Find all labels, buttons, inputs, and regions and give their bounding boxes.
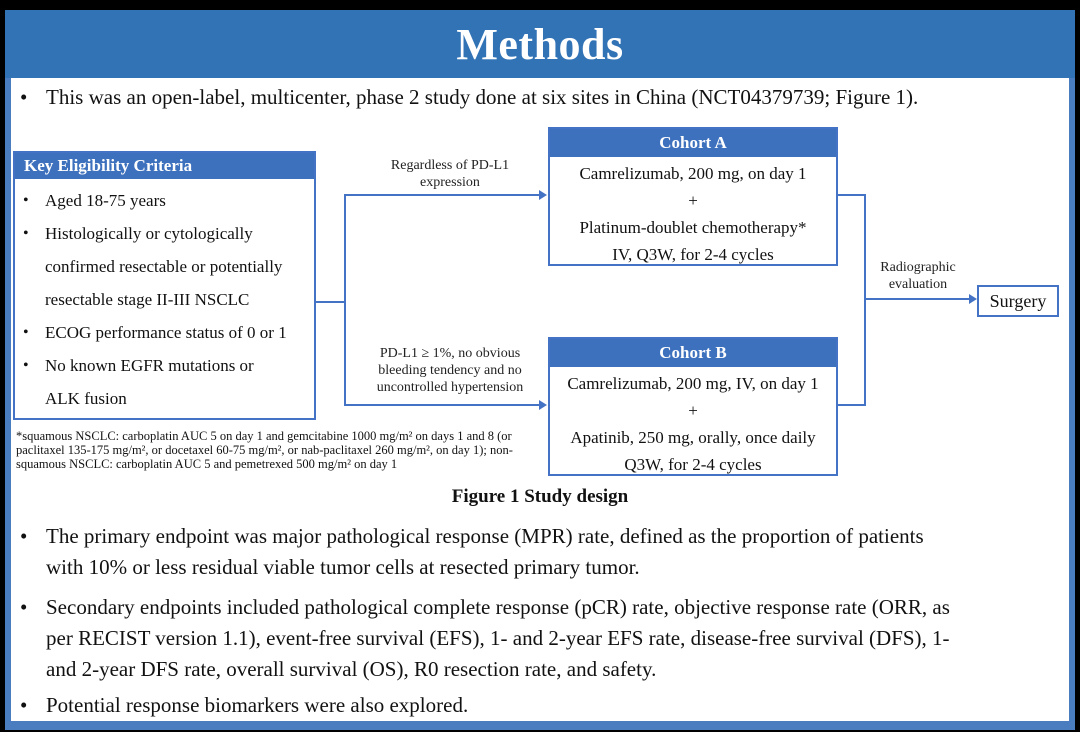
surgery-box: Surgery <box>977 285 1059 317</box>
evaluation-label: Radiographic evaluation <box>880 260 956 292</box>
biomarkers-text: Potential response biomarkers were also … <box>46 693 469 717</box>
eligibility-item-text: ECOG performance status of 0 or 1 <box>45 323 287 342</box>
bullet-icon: • <box>20 693 28 717</box>
merge-vertical-line <box>864 194 866 406</box>
eligibility-box: Key Eligibility Criteria • Aged 18-75 ye… <box>13 151 316 420</box>
cohort-b-box: Cohort B Camrelizumab, 200 mg, IV, on da… <box>548 337 838 476</box>
intro-bullet-text: This was an open-label, multicenter, pha… <box>46 85 919 109</box>
cohort-a-body: Camrelizumab, 200 mg, on day 1 + Platinu… <box>579 164 807 264</box>
cohort-b-out-line <box>838 404 866 406</box>
eligibility-header: Key Eligibility Criteria <box>15 153 314 179</box>
eligibility-item-text: Histologically or cytologically confirme… <box>45 224 283 309</box>
cohort-b-header-text: Cohort B <box>659 343 727 362</box>
title-banner: Methods <box>5 10 1075 78</box>
bullet-icon: • <box>20 85 28 109</box>
endpoint-secondary-bullet: • Secondary endpoints included pathologi… <box>20 592 1068 685</box>
bullet-icon: • <box>23 357 29 374</box>
eligibility-item-text: Aged 18-75 years <box>45 191 166 210</box>
arrowhead-right-icon <box>539 400 547 410</box>
eligibility-item: • No known EGFR mutations or ALK fusion <box>23 349 308 415</box>
bullet-icon: • <box>20 524 28 548</box>
bottom-branch-label: PD-L1 ≥ 1%, no obvious bleeding tendency… <box>376 346 524 395</box>
cohort-a-out-line <box>838 194 866 196</box>
cohort-a-header-text: Cohort A <box>659 133 727 152</box>
page-title: Methods <box>456 19 624 69</box>
eligibility-header-text: Key Eligibility Criteria <box>24 156 193 175</box>
eligibility-item: • ECOG performance status of 0 or 1 <box>23 316 308 349</box>
bullet-icon: • <box>23 225 29 242</box>
top-branch-label: Regardless of PD-L1 expression <box>390 158 510 190</box>
bullet-icon: • <box>23 192 29 209</box>
endpoint-secondary-text: Secondary endpoints included pathologica… <box>46 595 950 681</box>
arrowhead-right-icon <box>539 190 547 200</box>
cohort-b-body: Camrelizumab, 200 mg, IV, on day 1 + Apa… <box>567 374 819 474</box>
cohort-a-arrow-line <box>344 194 540 196</box>
eligibility-item: • Aged 18-75 years <box>23 184 308 217</box>
cohort-a-header: Cohort A <box>550 129 836 157</box>
intro-bullet: • This was an open-label, multicenter, p… <box>20 83 1060 111</box>
bullet-icon: • <box>20 595 28 619</box>
eligibility-item: • Histologically or cytologically confir… <box>23 217 308 316</box>
cohort-a-box: Cohort A Camrelizumab, 200 mg, on day 1 … <box>548 127 838 266</box>
cohort-b-header: Cohort B <box>550 339 836 367</box>
cohort-b-arrow-line <box>344 404 540 406</box>
eligibility-item-text: No known EGFR mutations or ALK fusion <box>45 356 254 408</box>
arrowhead-right-icon <box>969 294 977 304</box>
endpoint-primary-text: The primary endpoint was major pathologi… <box>46 524 924 579</box>
eligibility-list: • Aged 18-75 years • Histologically or c… <box>15 179 314 415</box>
figure-footnote: *squamous NSCLC: carboplatin AUC 5 on da… <box>16 429 513 471</box>
endpoint-primary-bullet: • The primary endpoint was major patholo… <box>20 521 1068 583</box>
surgery-box-text: Surgery <box>989 290 1047 311</box>
bullet-icon: • <box>23 324 29 341</box>
figure-caption: Figure 1 Study design <box>451 486 629 507</box>
branch-vertical-line <box>344 194 346 406</box>
surgery-arrow-line <box>864 298 970 300</box>
biomarkers-bullet: • Potential response biomarkers were als… <box>20 690 1068 721</box>
eligibility-connector-line <box>316 301 345 303</box>
